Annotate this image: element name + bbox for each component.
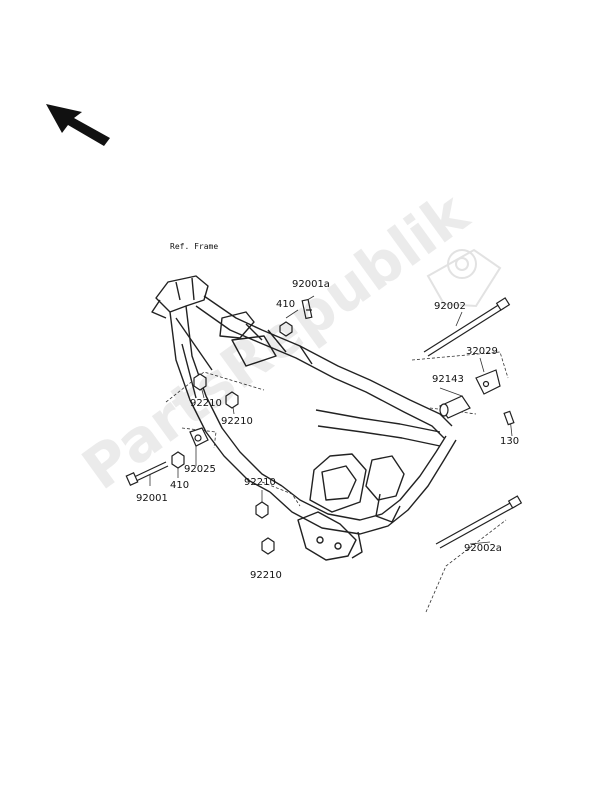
bolt-92001a (301, 298, 313, 320)
spacer-92143 (439, 395, 471, 419)
bracket-32029 (475, 369, 501, 395)
part-label-92001: 92001 (136, 493, 168, 504)
part-label-32029: 32029 (466, 346, 498, 357)
leader-lines (149, 295, 513, 613)
watermark-gear-icon (426, 248, 502, 308)
nut-410-top (279, 321, 293, 337)
part-label-92002a: 92002a (464, 543, 502, 554)
part-label-130: 130 (500, 436, 520, 447)
nut-92210-upper-right (225, 391, 239, 409)
part-label-410-top: 410 (276, 299, 296, 310)
nut-92210-upper-left (193, 373, 207, 391)
nut-92210-bottom (261, 537, 275, 555)
nut-410-left (171, 451, 185, 469)
nut-92210-lower (255, 501, 269, 519)
part-label-410-left: 410 (170, 480, 190, 491)
part-label-92001a: 92001a (292, 279, 330, 290)
part-label-92210-b: 92210 (221, 416, 253, 427)
long-bolt-92002 (423, 297, 511, 357)
bolt-92001 (125, 461, 169, 486)
bolt-130 (503, 410, 515, 426)
long-bolt-92002a (435, 495, 523, 549)
direction-arrow-icon (46, 104, 110, 146)
collar-92025 (189, 427, 209, 447)
motorcycle-frame (151, 275, 457, 561)
part-label-92210-c: 92210 (244, 477, 276, 488)
part-label-92002: 92002 (434, 301, 466, 312)
part-label-92210-d: 92210 (250, 570, 282, 581)
ref-frame-note: Ref. Frame (170, 242, 219, 251)
part-label-92210-a: 92210 (190, 398, 222, 409)
part-label-92025: 92025 (184, 464, 216, 475)
part-label-92143: 92143 (432, 374, 464, 385)
